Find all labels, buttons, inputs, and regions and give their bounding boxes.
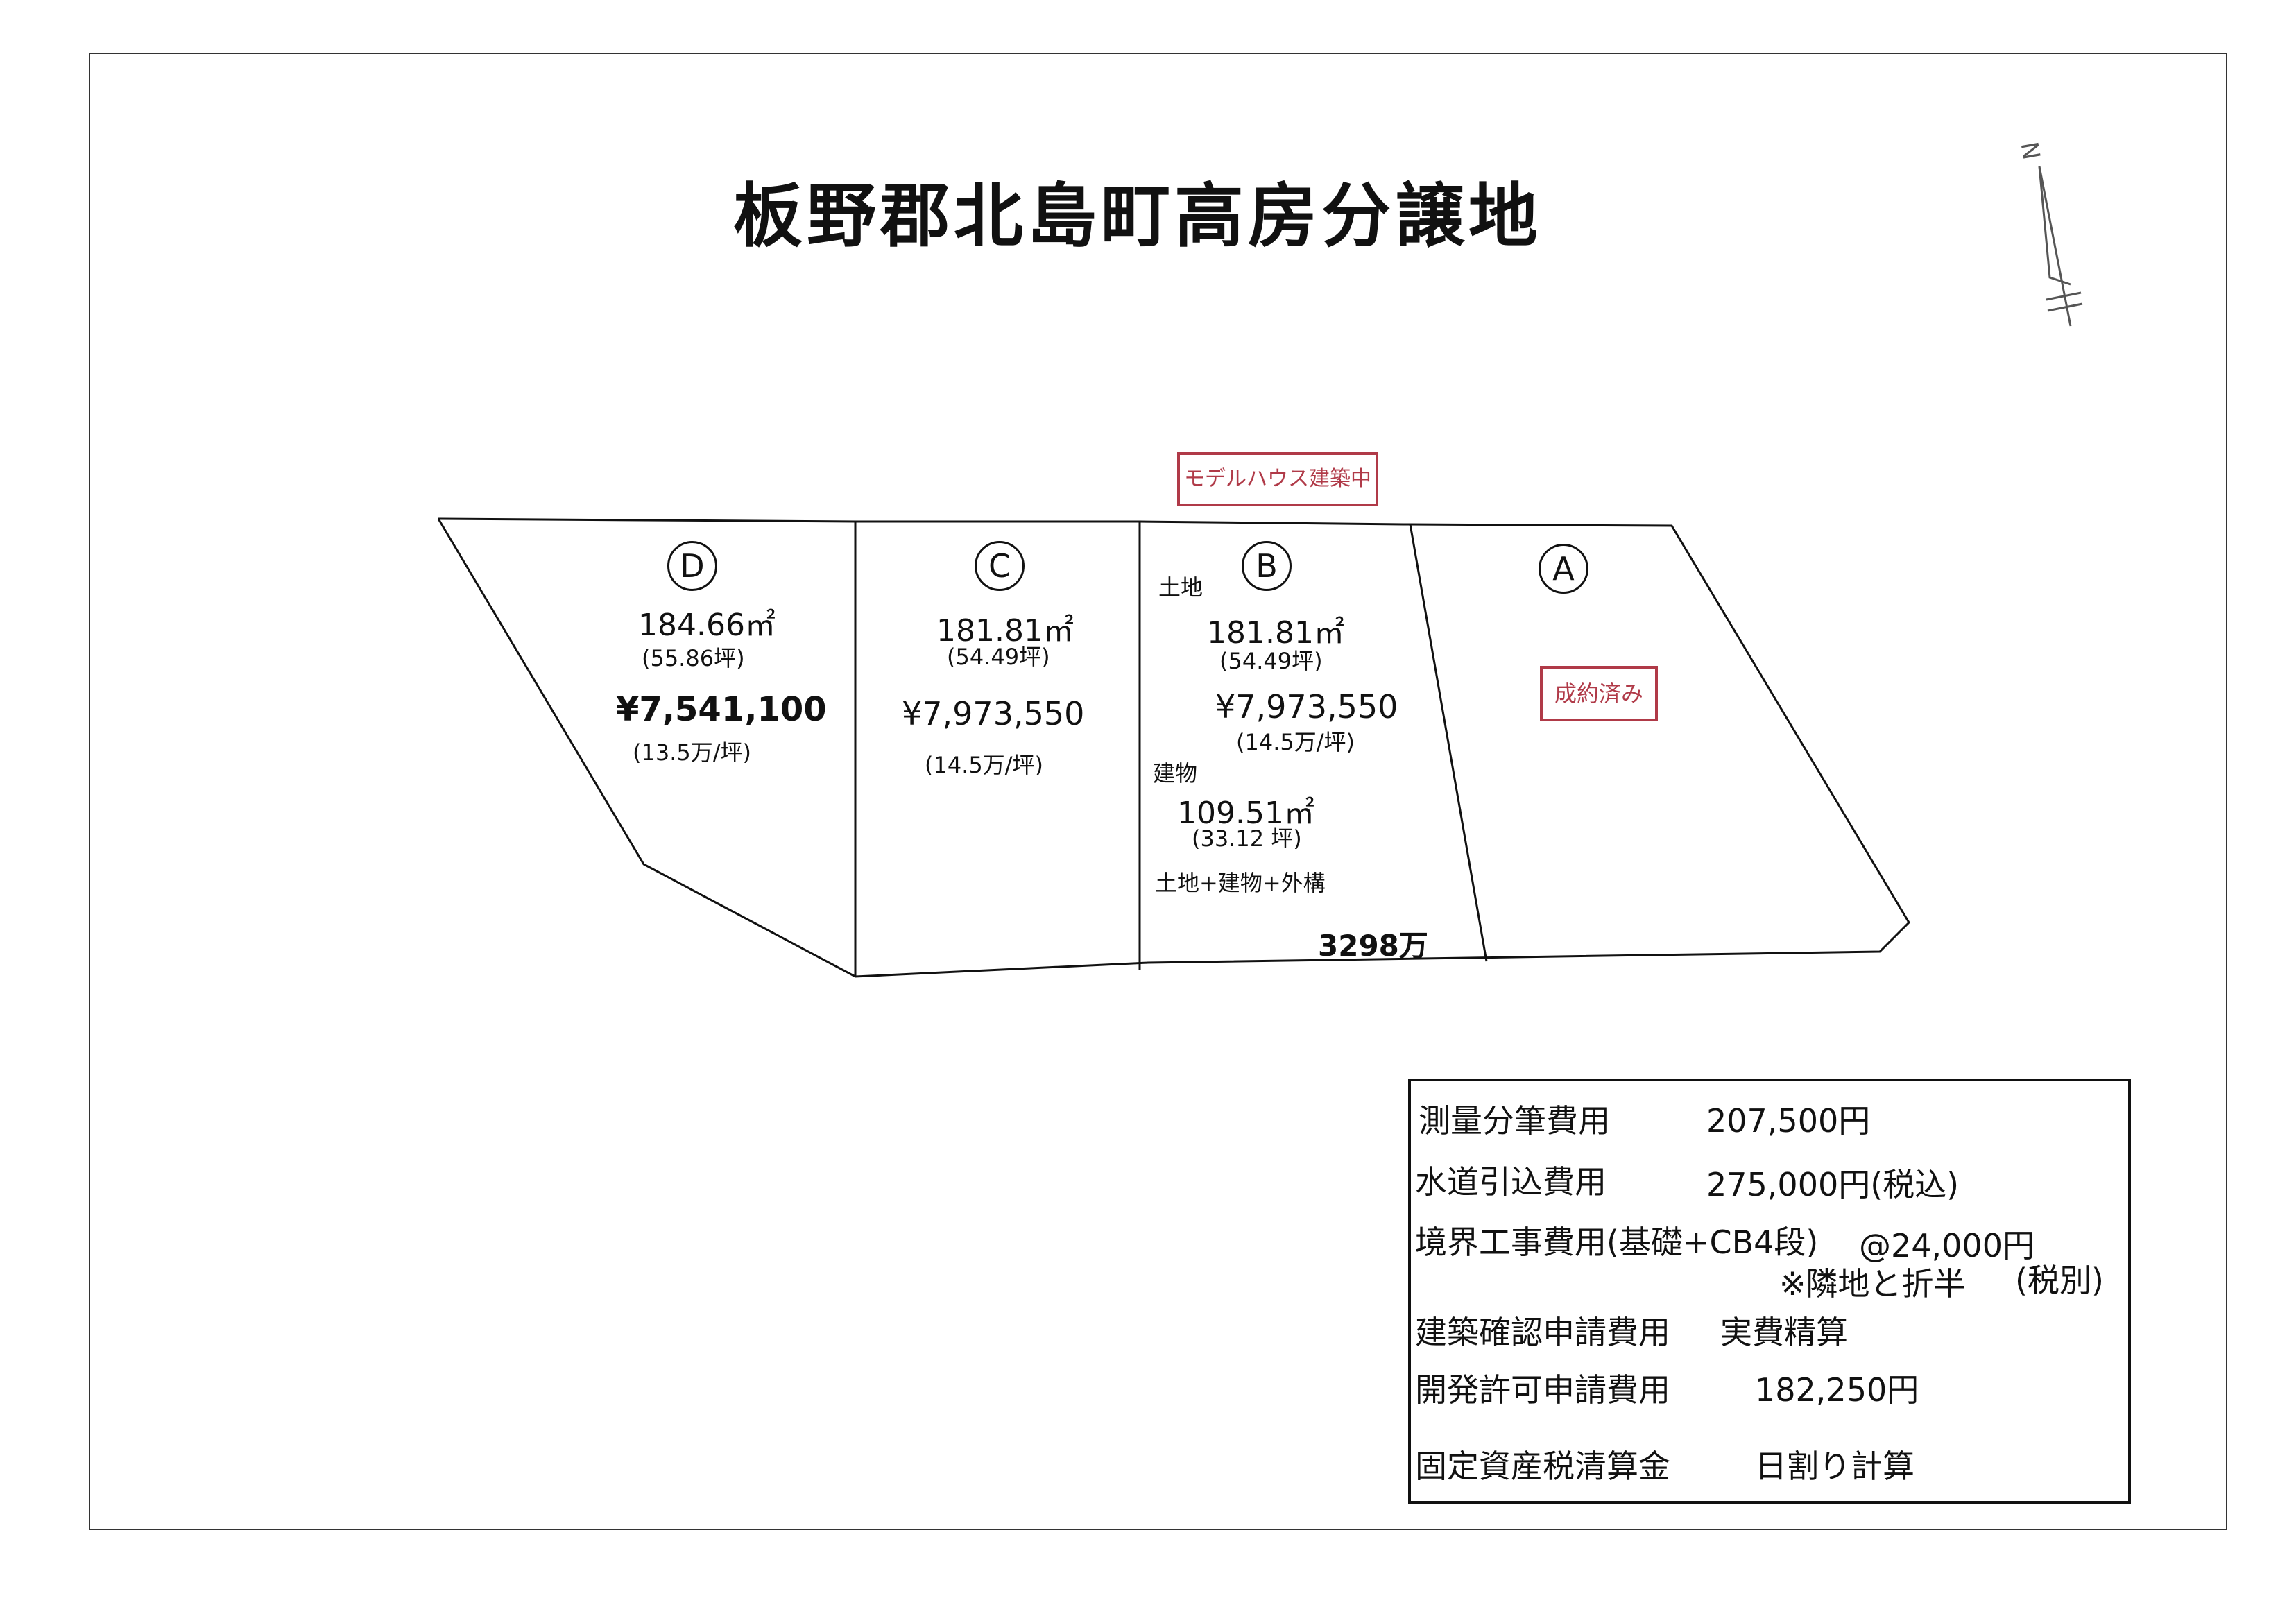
boundary-cost-note: ※隣地と折半: [1779, 1265, 1966, 1303]
lot-c-tsubo: (54.49坪): [947, 644, 1050, 670]
lot-b-price: ¥7,973,550: [1215, 688, 1398, 725]
page-border: [89, 53, 2227, 1530]
model-house-badge-text: モデルハウス建築中: [1184, 467, 1371, 491]
lot-d-unit-price: (13.5万/坪): [633, 739, 752, 766]
lot-b-building-label: 建物: [1153, 760, 1198, 787]
lot-d-marker: D: [667, 541, 717, 591]
lot-b-building-tsubo: (33.12 坪): [1192, 825, 1302, 852]
boundary-cost-label: 境界工事費用(基礎+CB4段): [1415, 1223, 1819, 1261]
water-cost-label: 水道引込費用: [1415, 1163, 1607, 1201]
page-title: 板野郡北島町高房分譲地: [733, 175, 1542, 257]
development-permit-label: 開発許可申請費用: [1415, 1371, 1670, 1409]
lot-b-land-label: 土地: [1158, 574, 1203, 601]
survey-cost-label: 測量分筆費用: [1419, 1102, 1610, 1140]
lot-b-unit-price: (14.5万/坪): [1236, 729, 1355, 755]
lot-b-package-price: 3298万: [1318, 929, 1428, 963]
building-permit-label: 建築確認申請費用: [1415, 1314, 1670, 1351]
lot-b-marker: B: [1242, 541, 1292, 591]
survey-cost-value: 207,500円: [1706, 1102, 1871, 1140]
boundary-cost-tax: (税別): [2015, 1262, 2104, 1299]
lot-c-marker: C: [975, 541, 1025, 591]
lot-divider-ab: [1409, 524, 1488, 962]
model-house-badge: モデルハウス建築中: [1177, 452, 1378, 506]
north-label: N: [2015, 140, 2046, 162]
lot-b-package-label: 土地+建物+外構: [1155, 870, 1326, 896]
lot-outline: [437, 517, 1910, 978]
lot-d-area: 184.66㎡: [638, 608, 776, 643]
lot-c-area: 181.81㎡: [936, 613, 1074, 649]
lot-c-price: ¥7,973,550: [902, 695, 1085, 732]
development-permit-value: 182,250円: [1755, 1371, 1919, 1409]
north-arrow-icon: [2038, 166, 2083, 327]
lot-d-tsubo: (55.86坪): [642, 645, 745, 671]
property-tax-label: 固定資産税清算金: [1415, 1448, 1670, 1485]
building-permit-value: 実費精算: [1720, 1314, 1848, 1351]
lot-c-unit-price: (14.5万/坪): [925, 752, 1044, 778]
lot-a-sold-badge: 成約済み: [1540, 666, 1658, 721]
lot-a-marker: A: [1539, 544, 1588, 594]
lot-d-price: ¥7,541,100: [616, 690, 827, 729]
property-tax-value: 日割り計算: [1755, 1448, 1914, 1485]
lot-b-tsubo: (54.49坪): [1219, 648, 1323, 674]
lot-b-area: 181.81㎡: [1207, 615, 1344, 651]
cost-info-box: [1408, 1079, 2131, 1504]
boundary-cost-value: @24,000円: [1859, 1227, 2034, 1264]
water-cost-value: 275,000円(税込): [1706, 1166, 1960, 1203]
lot-b-building-area: 109.51㎡: [1177, 796, 1314, 831]
lot-a-sold-text: 成約済み: [1554, 680, 1643, 707]
